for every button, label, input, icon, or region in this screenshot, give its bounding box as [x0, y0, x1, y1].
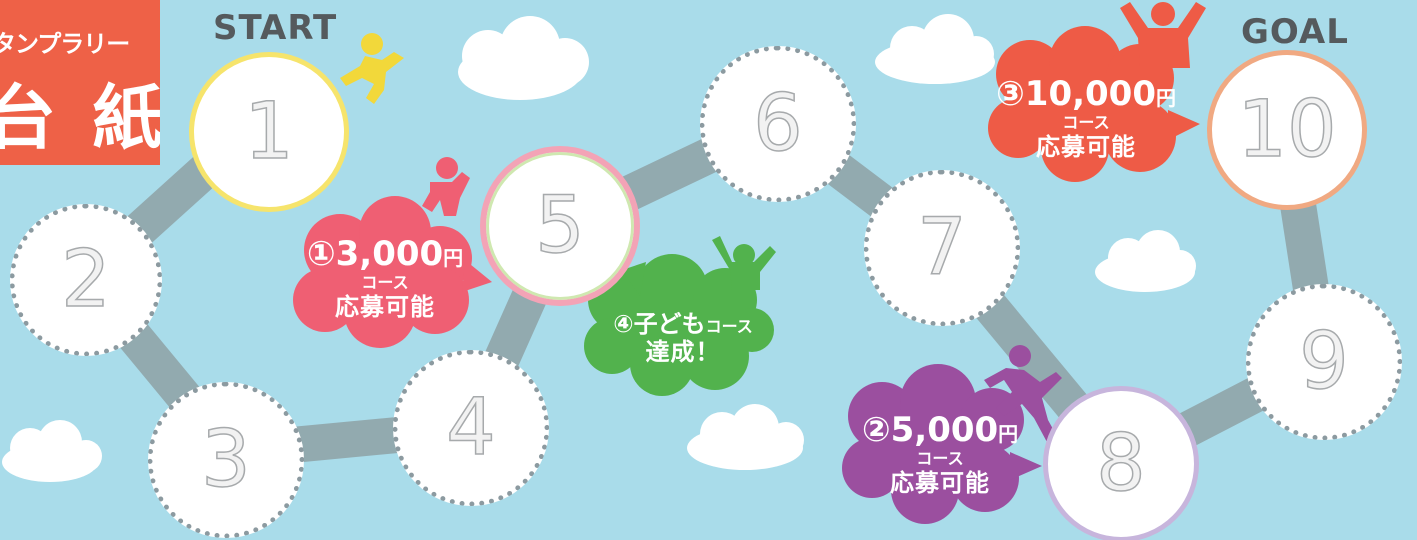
goal-figure-red	[1120, 2, 1206, 68]
stop-2-number: 2	[60, 234, 111, 326]
stop-10[interactable]: 10	[1207, 50, 1367, 210]
course3-course: コース	[1062, 113, 1110, 133]
stop-3-number: 3	[200, 414, 251, 506]
course1-marker: ①	[306, 234, 336, 274]
course2-course: コース	[916, 449, 964, 469]
course2-text: ②5,000円 コース 応募可能	[855, 410, 1025, 497]
title-block: タンプラリー 台 紙	[0, 0, 160, 165]
cloud	[458, 16, 589, 100]
course3-ok: 応募可能	[1036, 132, 1136, 161]
stop-2[interactable]: 2	[10, 204, 162, 356]
stop-8-number: 8	[1095, 418, 1146, 510]
stop-4-number: 4	[445, 382, 496, 474]
title-line-2: 台 紙	[0, 76, 160, 159]
bubble-course4	[584, 254, 774, 396]
course1-text: ①3,000円 コース 応募可能	[305, 234, 465, 321]
course4-line1: 子ども	[633, 310, 706, 338]
stop-9-number: 9	[1298, 316, 1349, 408]
cloud	[1095, 230, 1196, 292]
course3-amount: 10,000	[1024, 74, 1156, 114]
bubble-course2	[842, 364, 1042, 524]
stop-7-number: 7	[916, 202, 967, 294]
stop-5[interactable]: 5	[480, 146, 640, 306]
stop-4[interactable]: 4	[393, 350, 549, 506]
course1-yen: 円	[443, 246, 464, 270]
stop-6[interactable]: 6	[700, 46, 856, 202]
course2-marker: ②	[861, 410, 891, 450]
stop-1-number: 1	[243, 86, 294, 178]
runner-start-figure	[340, 33, 404, 104]
stop-1[interactable]: 1	[189, 52, 349, 212]
course2-amount: 5,000	[890, 410, 999, 450]
title-line-1: タンプラリー	[0, 30, 130, 58]
stop-10-number: 10	[1237, 84, 1338, 176]
cheering-figure-green	[712, 236, 776, 290]
cloud	[875, 14, 995, 84]
cheering-figure-pink	[422, 157, 470, 216]
course2-ok: 応募可能	[890, 468, 990, 497]
course1-amount: 3,000	[335, 234, 444, 274]
stop-9[interactable]: 9	[1246, 284, 1402, 440]
stop-8[interactable]: 8	[1043, 386, 1199, 540]
stop-6-number: 6	[752, 78, 803, 170]
course1-ok: 応募可能	[335, 292, 435, 321]
goal-label: GOAL	[1241, 12, 1349, 52]
course1-course: コース	[361, 273, 409, 293]
runner-figure-purple	[984, 345, 1062, 444]
start-label: START	[213, 8, 338, 48]
course2-yen: 円	[998, 422, 1019, 446]
cloud	[687, 404, 804, 470]
course4-text: ④子どもコース 達成！	[598, 310, 768, 367]
stop-5-number: 5	[534, 180, 585, 272]
clouds	[2, 14, 1196, 482]
course4-marker: ④	[613, 310, 634, 338]
stop-7[interactable]: 7	[864, 170, 1020, 326]
course4-course: コース	[705, 317, 753, 336]
course3-marker: ③	[996, 74, 1025, 114]
course3-yen: 円	[1156, 86, 1176, 110]
cloud	[2, 420, 102, 482]
board-path	[68, 97, 1340, 482]
course4-line2: 達成！	[645, 338, 721, 367]
bubble-course3	[988, 26, 1200, 182]
course3-text: ③10,000円 コース 応募可能	[995, 74, 1177, 161]
stop-3[interactable]: 3	[148, 382, 304, 538]
bubble-course1	[293, 196, 492, 348]
